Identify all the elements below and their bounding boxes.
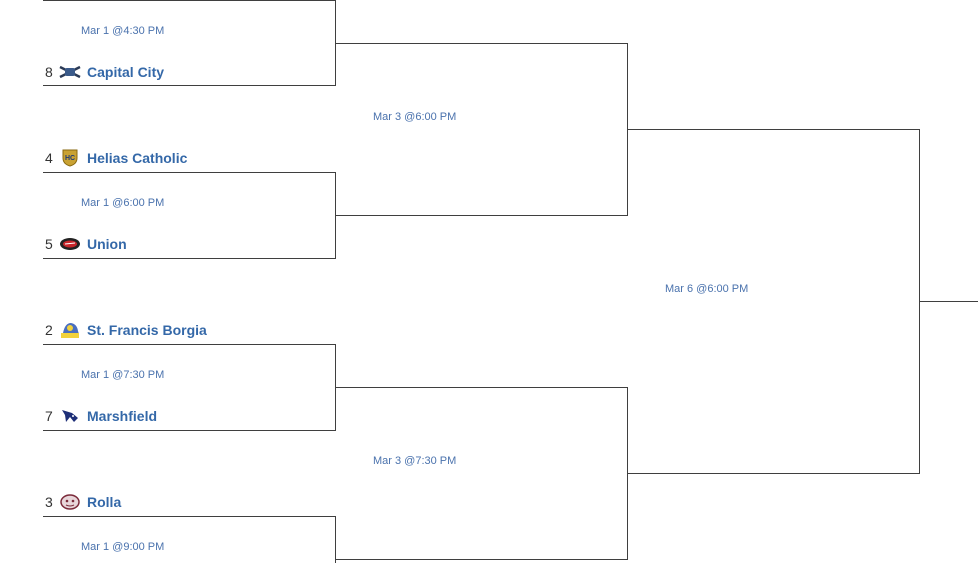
union-logo-icon (59, 236, 81, 252)
team-seed: 8 (45, 64, 53, 80)
team-name[interactable]: Rolla (87, 494, 122, 510)
bracket-line (335, 43, 628, 44)
game-time-r1-1[interactable]: Mar 1 @4:30 PM (81, 25, 165, 37)
game-time-r2-1[interactable]: Mar 3 @6:00 PM (373, 111, 457, 123)
game-time-r1-3[interactable]: Mar 1 @7:30 PM (81, 369, 165, 381)
team-rolla[interactable]: 3 Rolla (45, 492, 121, 512)
svg-text:HC: HC (65, 155, 75, 162)
bracket-line (43, 258, 336, 259)
bracket-line (43, 344, 336, 345)
game-time-r1-2[interactable]: Mar 1 @6:00 PM (81, 197, 165, 209)
team-name[interactable]: Capital City (87, 64, 165, 80)
capital-city-logo-icon (59, 64, 81, 80)
bracket-line (335, 215, 628, 216)
team-name[interactable]: Marshfield (87, 408, 158, 424)
team-seed: 7 (45, 408, 53, 424)
bracket-line (919, 301, 978, 302)
bracket-line (335, 559, 628, 560)
team-seed: 5 (45, 236, 53, 252)
game-time-r2-2[interactable]: Mar 3 @7:30 PM (373, 455, 457, 467)
team-helias-catholic[interactable]: 4 HC Helias Catholic (45, 148, 187, 168)
team-seed: 3 (45, 494, 53, 510)
team-union[interactable]: 5 Union (45, 234, 127, 254)
team-name[interactable]: St. Francis Borgia (87, 322, 207, 338)
bracket-line (43, 172, 336, 173)
team-seed: 4 (45, 150, 53, 166)
team-capital-city[interactable]: 8 Capital City (45, 62, 164, 82)
st-francis-borgia-logo-icon (59, 322, 81, 338)
team-name[interactable]: Helias Catholic (87, 150, 188, 166)
bracket-line (43, 516, 336, 517)
bracket-line (627, 473, 920, 474)
team-st-francis-borgia[interactable]: 2 St. Francis Borgia (45, 320, 207, 340)
marshfield-logo-icon (59, 408, 81, 424)
game-time-final[interactable]: Mar 6 @6:00 PM (665, 283, 749, 295)
team-name[interactable]: Union (87, 236, 127, 252)
bracket-line (335, 516, 336, 563)
bracket-line (43, 430, 336, 431)
game-time-r1-4[interactable]: Mar 1 @9:00 PM (81, 541, 165, 553)
team-marshfield[interactable]: 7 Marshfield (45, 406, 157, 426)
bracket-line (43, 85, 336, 86)
bracket-line (627, 129, 920, 130)
rolla-logo-icon (59, 494, 81, 510)
helias-catholic-logo-icon: HC (59, 149, 81, 167)
team-seed: 2 (45, 322, 53, 338)
bracket-line (335, 387, 628, 388)
bracket-line (43, 0, 336, 1)
